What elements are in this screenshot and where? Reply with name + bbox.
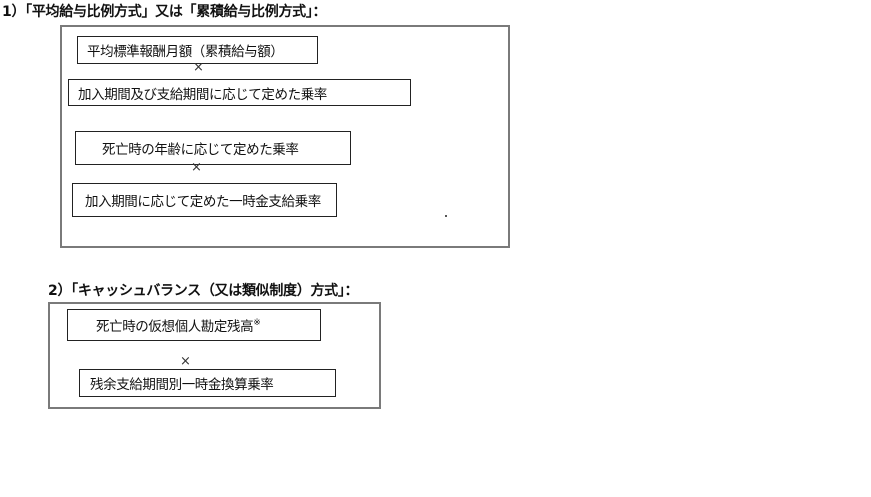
multiply-sign-1: × [193, 60, 204, 75]
multiply-sign-3: × [180, 354, 191, 369]
formula-box-lump-sum-rate: 加入期間に応じて定めた一時金支給乗率 [72, 183, 337, 217]
section2-heading: 2）「キャッシュバランス（又は類似制度）方式」： [48, 283, 359, 299]
formula-box-age-rate: 死亡時の年齢に応じて定めた乗率 [75, 131, 351, 165]
formula-box-period-rate: 加入期間及び支給期間に応じて定めた乗率 [68, 79, 411, 106]
section1-heading: 1）「平均給与比例方式」又は「累積給与比例方式」： [2, 4, 327, 20]
multiply-sign-2: × [191, 160, 202, 175]
formula-box-average-monthly-salary: 平均標準報酬月額（累積給与額） [77, 36, 318, 64]
formula-box-remaining-period-rate: 残余支給期間別一時金換算乗率 [79, 369, 336, 397]
stray-dot [445, 215, 447, 217]
virtual-account-balance-label: 死亡時の仮想個人勘定残高 [96, 319, 254, 335]
note-mark: ※ [253, 318, 261, 328]
formula-box-virtual-account-balance: 死亡時の仮想個人勘定残高※ [67, 309, 321, 341]
